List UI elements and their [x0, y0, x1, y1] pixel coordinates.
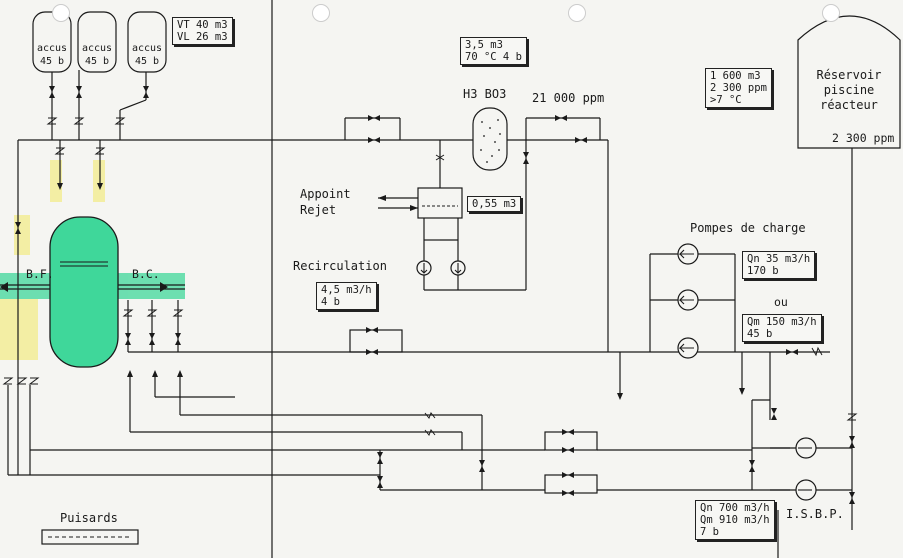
binder-hole — [52, 4, 70, 22]
reactor-vessel — [49, 216, 119, 368]
recirculation-label: Recirculation — [293, 259, 387, 273]
boric-acid-tank — [472, 107, 508, 171]
binder-hole — [568, 4, 586, 22]
pumps — [416, 243, 817, 501]
vct-volume-box: 0,55 m3 — [467, 196, 522, 212]
valves — [15, 86, 855, 504]
bf-label: B.F. — [26, 267, 54, 281]
boric-acid-label: H3 BO3 — [463, 87, 507, 101]
binder-hole — [312, 4, 330, 22]
reservoir-tank — [797, 15, 901, 149]
ou-label: ou — [774, 295, 788, 309]
volume-control-tank — [417, 187, 463, 219]
boric-concentration: 21 000 ppm — [532, 91, 605, 105]
flow-arrows — [0, 183, 745, 400]
isbp-label: I.S.B.P. — [786, 507, 844, 521]
puisards-label: Puisards — [60, 511, 118, 525]
pumps-title: Pompes de charge — [690, 221, 806, 235]
tank-dots — [480, 119, 501, 163]
appoint-label: Appoint — [300, 187, 351, 201]
check-valves — [2, 117, 858, 436]
binder-hole — [822, 4, 840, 22]
rejet-label: Rejet — [300, 203, 337, 217]
bc-label: B.C. — [132, 267, 160, 281]
reservoir-ppm: 2 300 ppm — [832, 131, 895, 145]
